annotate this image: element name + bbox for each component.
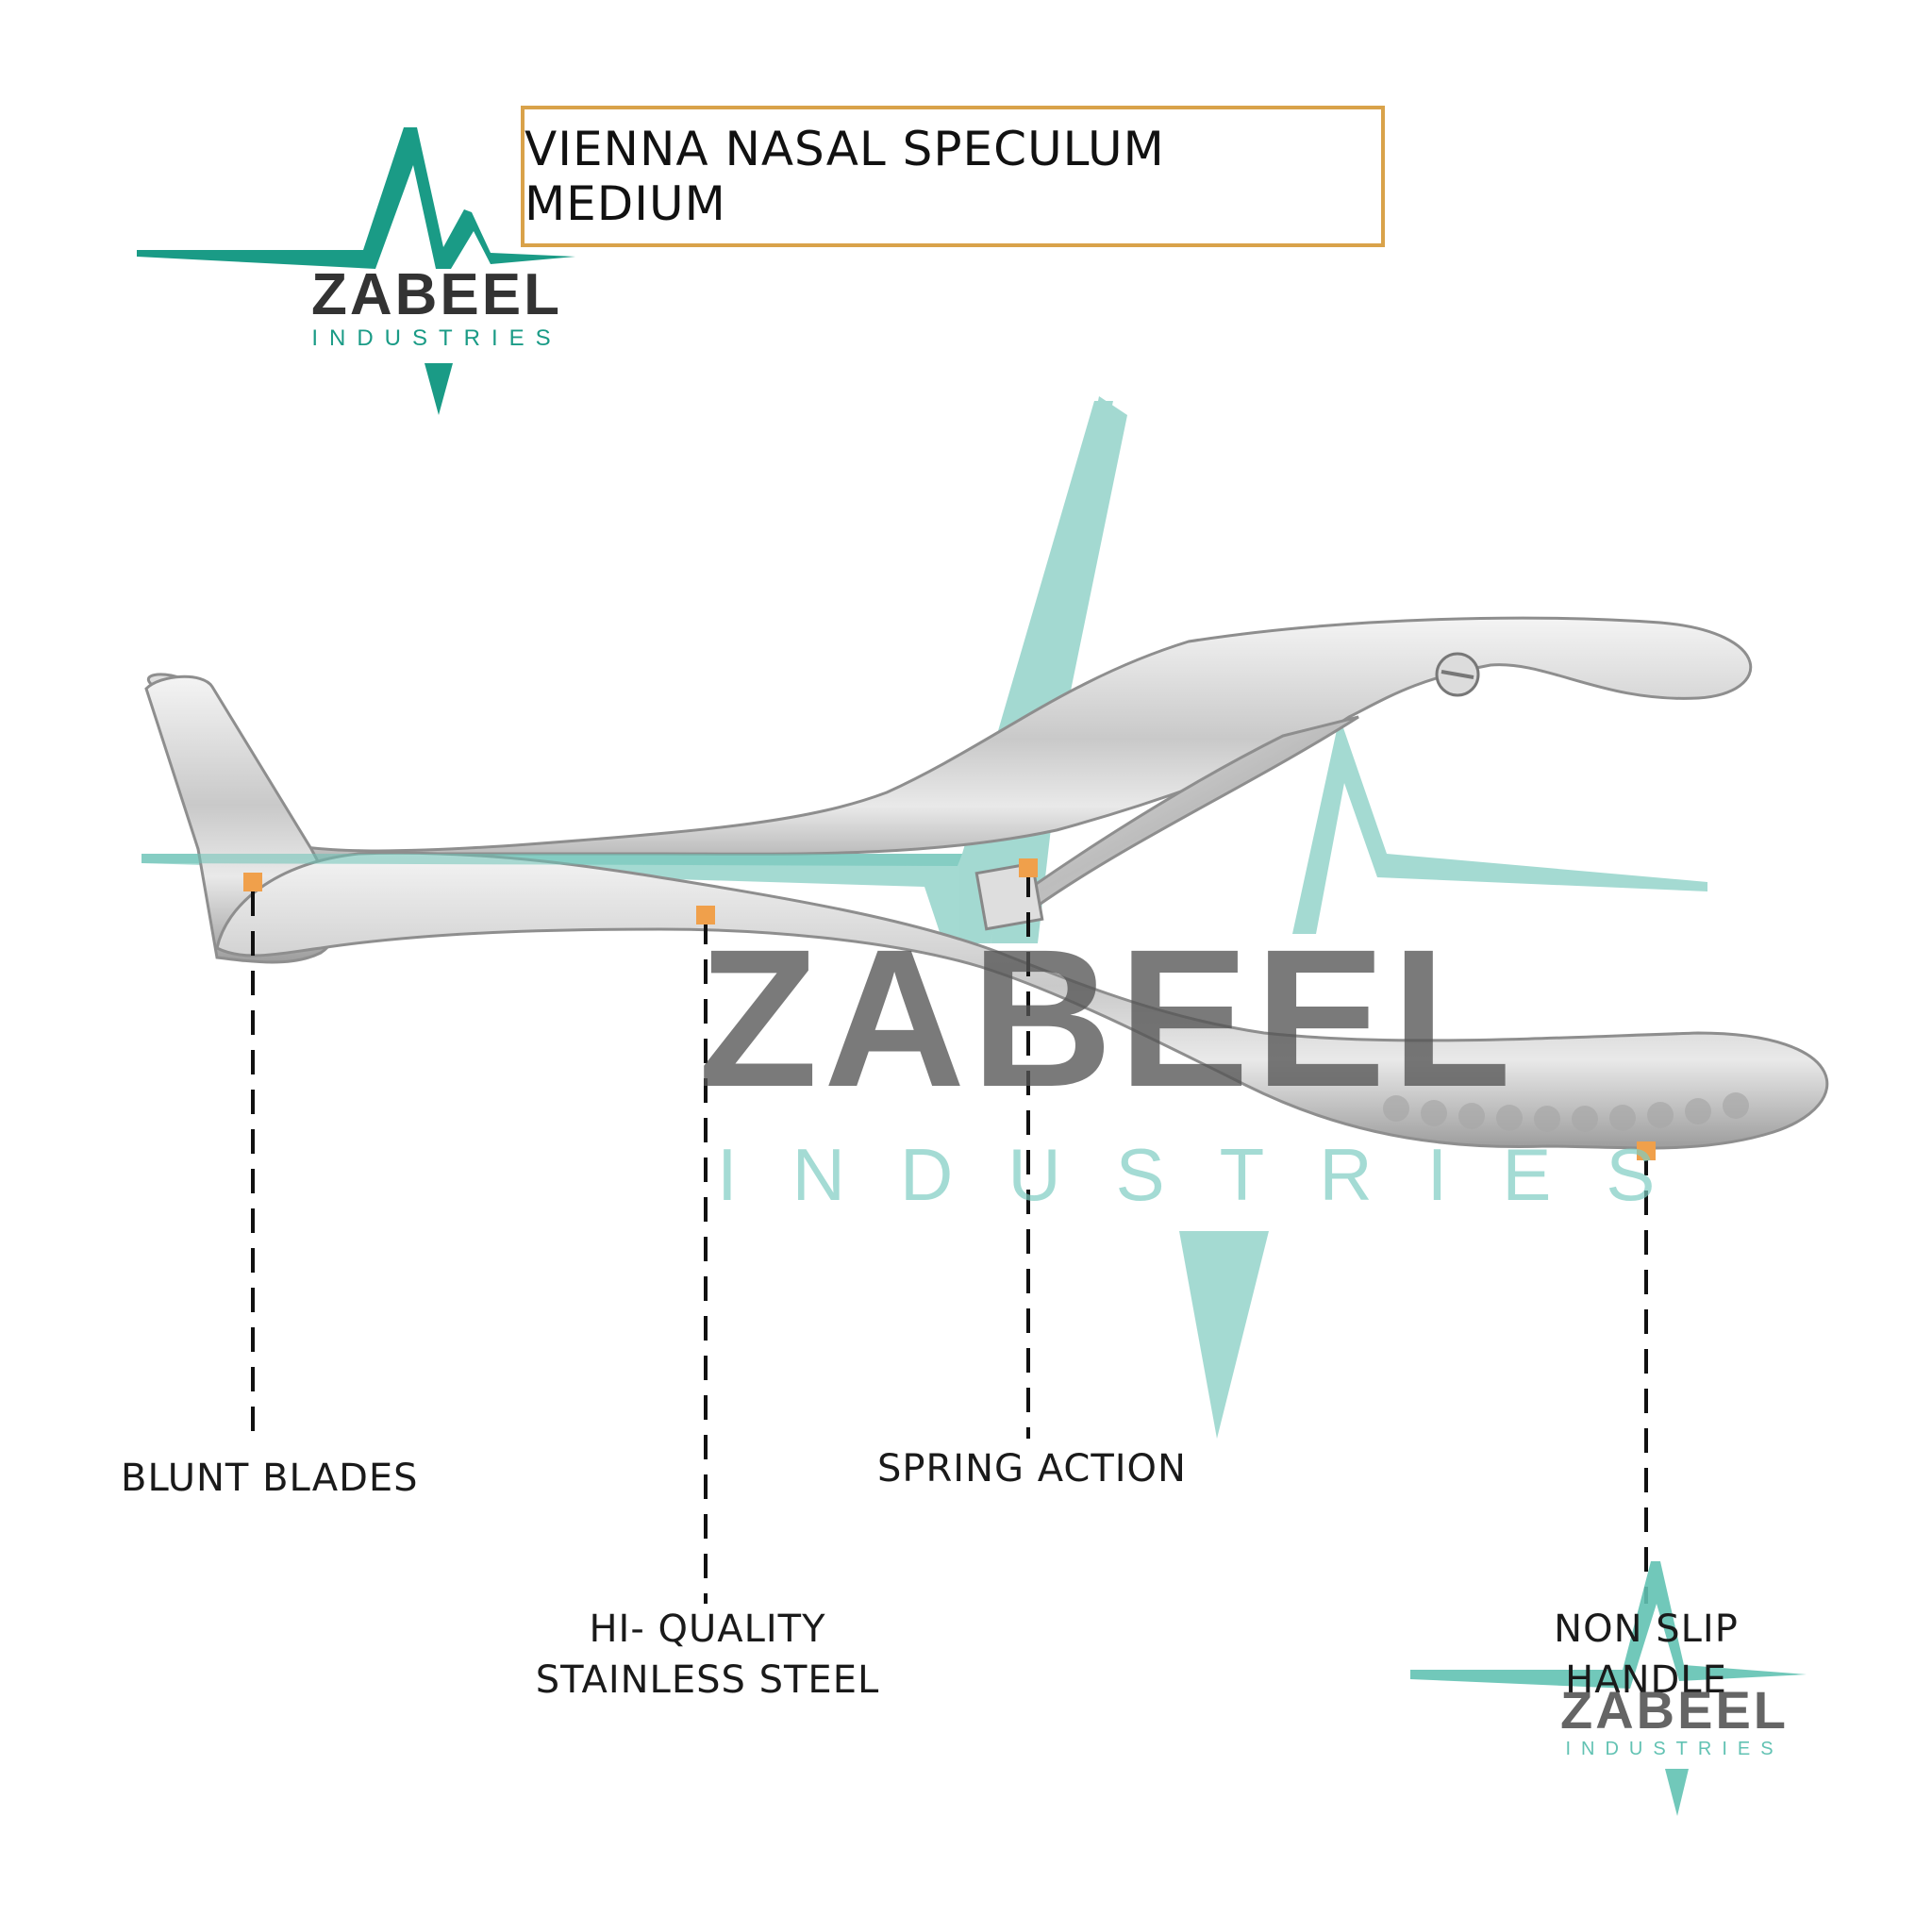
- callout-stainless-steel: HI- QUALITY STAINLESS STEEL: [528, 1604, 887, 1706]
- logo-subtitle: INDUSTRIES: [311, 325, 562, 351]
- watermark-line: [142, 854, 962, 866]
- callout-spring-action-text: SPRING ACTION: [877, 1447, 1187, 1491]
- callout-blunt-blades: BLUNT BLADES: [121, 1453, 418, 1504]
- title-frame: VIENNA NASAL SPECULUM MEDIUM: [521, 106, 1385, 247]
- callout-markers: [243, 858, 1656, 1160]
- logo-name: ZABEEL: [311, 262, 562, 327]
- logo-bottom: ZABEEL INDUSTRIES: [1538, 1684, 1811, 1761]
- watermark-brand-subtitle: INDUSTRIES: [717, 1133, 1710, 1216]
- callout-blunt-blades-text: BLUNT BLADES: [121, 1457, 419, 1500]
- logo-top: ZABEEL INDUSTRIES: [291, 266, 583, 353]
- zabeel-logo-mark-bottom: [1410, 1561, 1807, 1816]
- zabeel-logo-mark-top: [137, 127, 575, 415]
- logo-bottom-subtitle: INDUSTRIES: [1565, 1739, 1784, 1759]
- callout-non-slip-line2: HANDLE: [1565, 1658, 1727, 1702]
- logo-bottom-name: ZABEEL: [1560, 1680, 1789, 1740]
- callout-leader-lines: [251, 873, 1648, 1604]
- nasal-speculum-instrument: [144, 616, 1829, 1150]
- callout-non-slip-handle: NON SLIP HANDLE: [1509, 1604, 1783, 1706]
- watermark-brand-name: ZABEEL: [698, 909, 1517, 1128]
- callout-stainless-line1: HI- QUALITY: [589, 1607, 826, 1651]
- callout-stainless-line2: STAINLESS STEEL: [535, 1658, 880, 1702]
- callout-non-slip-line1: NON SLIP: [1554, 1607, 1739, 1651]
- product-title: VIENNA NASAL SPECULUM MEDIUM: [525, 122, 1165, 231]
- callout-spring-action: SPRING ACTION: [877, 1443, 1186, 1494]
